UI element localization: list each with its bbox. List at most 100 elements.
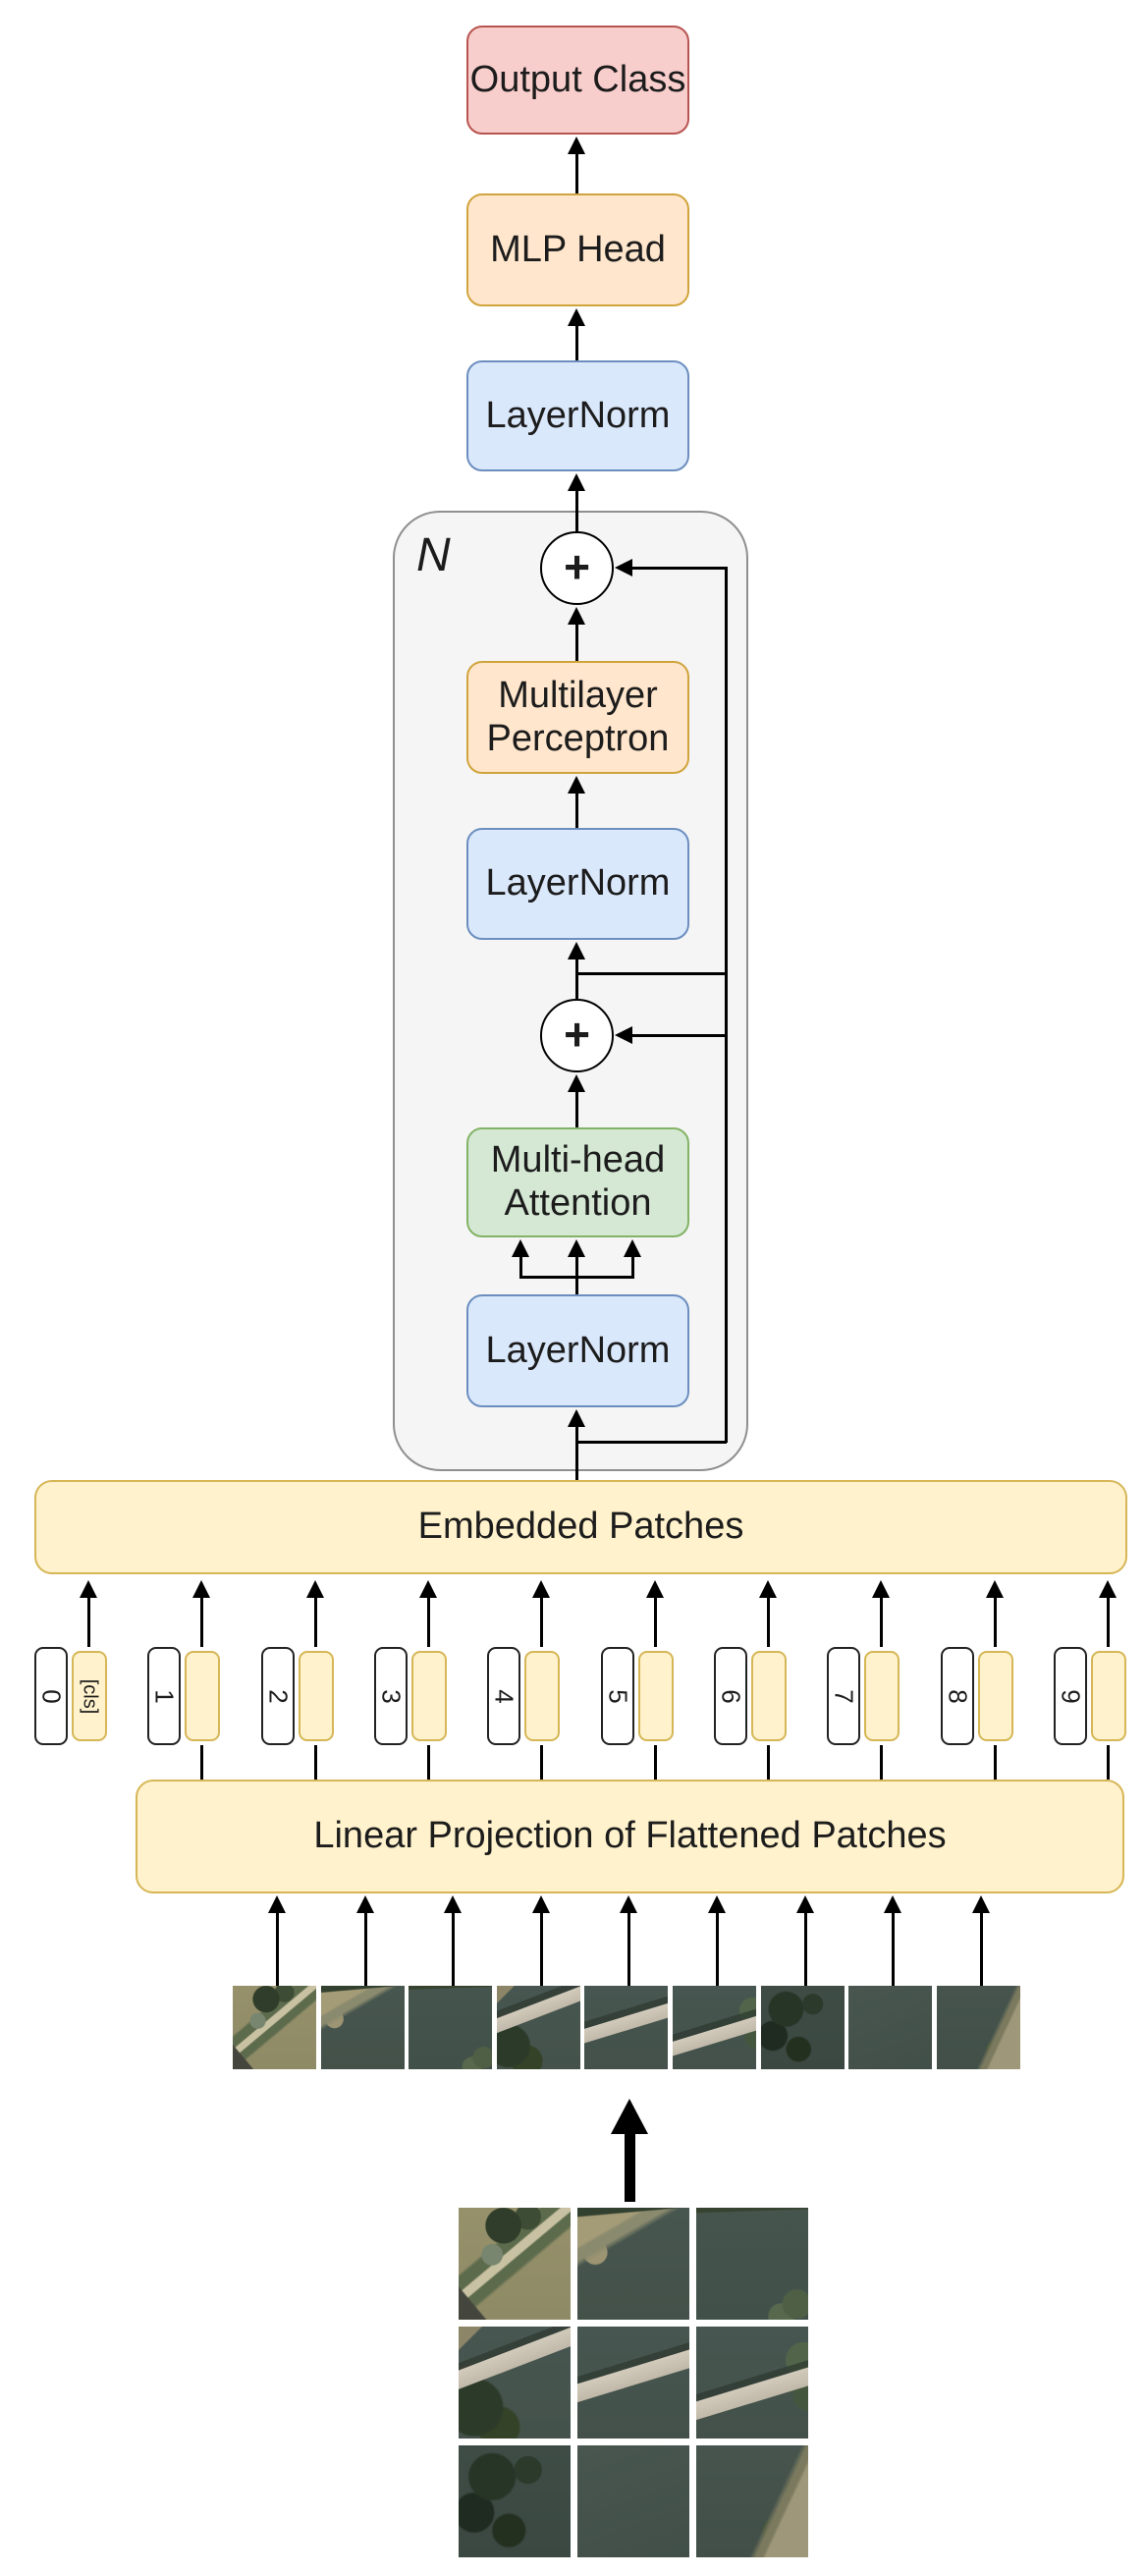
arrow-up-icon <box>624 1239 641 1257</box>
arrow-up-icon <box>646 1580 664 1598</box>
connector-line <box>892 1911 895 1986</box>
arrow-up-icon <box>568 1074 585 1092</box>
connector-line <box>575 792 578 828</box>
arrow-up-icon <box>796 1895 814 1913</box>
bridge-band <box>584 2000 668 2046</box>
token-position-label: 2 <box>263 1688 294 1704</box>
residual-into-add-line <box>628 1034 727 1037</box>
connector-line <box>427 1596 430 1647</box>
arrow-up-icon <box>759 1580 777 1598</box>
mlp-head-label: MLP Head <box>490 228 666 270</box>
image-patch-5 <box>584 1986 668 2069</box>
token-position-label: 0 <box>36 1688 67 1704</box>
arrow-up-icon <box>268 1895 286 1913</box>
image-patch-7 <box>761 1986 845 2069</box>
token-embedding-box <box>751 1651 787 1741</box>
token-position-label: 8 <box>943 1688 973 1704</box>
token-embedding-box <box>978 1651 1013 1741</box>
multilayer-perceptron-label-line2: Perceptron <box>486 717 670 759</box>
grid-cell-3 <box>696 2208 808 2320</box>
arrow-left-icon <box>615 1026 632 1044</box>
arrow-up-icon <box>986 1580 1004 1598</box>
arrow-up-icon <box>192 1580 210 1598</box>
token-position-box: 5 <box>601 1647 634 1745</box>
qkv-branch-line <box>631 1255 634 1278</box>
connector-line <box>427 1745 430 1780</box>
grid-cell-9 <box>696 2445 808 2557</box>
connector-line <box>994 1596 997 1647</box>
connector-line <box>767 1596 770 1647</box>
image-patch-9 <box>937 1986 1020 2069</box>
multi-head-attention-label-line2: Attention <box>504 1182 652 1224</box>
residual-into-add-line <box>628 567 727 570</box>
token-embedding-label: [cls] <box>79 1678 101 1714</box>
connector-line <box>1107 1596 1110 1647</box>
arrow-up-icon <box>568 308 585 326</box>
arrow-up-icon <box>306 1580 324 1598</box>
final-layernorm-node: LayerNorm <box>466 360 689 471</box>
token-position-label: 9 <box>1056 1688 1086 1704</box>
bridge-band <box>497 1986 580 2035</box>
residual-branch-line <box>576 972 727 975</box>
multilayer-perceptron-node: Multilayer Perceptron <box>466 661 689 774</box>
token-position-box: 3 <box>374 1647 408 1745</box>
linear-projection-bar: Linear Projection of Flattened Patches <box>136 1780 1124 1893</box>
connector-line <box>654 1745 657 1780</box>
arrow-up-icon <box>972 1895 990 1913</box>
connector-line <box>880 1596 883 1647</box>
token-position-box: 9 <box>1054 1647 1087 1745</box>
grid-cell-5 <box>577 2327 689 2439</box>
token-position-box: 7 <box>827 1647 860 1745</box>
qkv-branch-line <box>519 1255 522 1278</box>
connector-line <box>716 1911 719 1986</box>
grid-cell-6 <box>696 2327 808 2439</box>
connector-line <box>575 489 578 531</box>
connector-line <box>540 1596 543 1647</box>
arrow-up-icon <box>532 1895 550 1913</box>
image-patch-2 <box>321 1986 405 2069</box>
image-patch-8 <box>848 1986 932 2069</box>
connector-line <box>1107 1745 1110 1780</box>
grid-cell-7 <box>459 2445 571 2557</box>
image-patch-6 <box>673 1986 756 2069</box>
arrow-up-icon <box>444 1895 462 1913</box>
image-patch-3 <box>409 1986 492 2069</box>
token-embedding-box: [cls] <box>72 1651 107 1741</box>
image-patch-4 <box>497 1986 580 2069</box>
connector-line <box>575 1090 578 1127</box>
bridge-band <box>673 2013 756 2058</box>
grid-cell-2 <box>577 2208 689 2320</box>
arrow-up-icon <box>568 607 585 625</box>
connector-line <box>314 1745 317 1780</box>
connector-line <box>276 1911 279 1986</box>
connector-line <box>654 1596 657 1647</box>
connector-line <box>200 1596 203 1647</box>
connector-line <box>627 1911 630 1986</box>
input-image-grid <box>459 2208 808 2557</box>
arrow-shaft <box>625 2131 635 2202</box>
mlp-head-node: MLP Head <box>466 193 689 306</box>
connector-line <box>200 1745 203 1780</box>
connector-line <box>575 152 578 193</box>
multi-head-attention-node: Multi-head Attention <box>466 1127 689 1237</box>
token-embedding-box <box>638 1651 674 1741</box>
arrow-up-icon <box>872 1580 890 1598</box>
arrow-up-icon <box>80 1580 97 1598</box>
multilayer-perceptron-label-line1: Multilayer <box>498 674 658 716</box>
multi-head-attention-label-line1: Multi-head <box>490 1139 666 1181</box>
residual-connection-line <box>725 567 728 1443</box>
plus-icon: + <box>564 540 590 592</box>
connector-line <box>980 1911 983 1986</box>
arrow-up-icon <box>568 137 585 154</box>
token-position-box: 6 <box>714 1647 747 1745</box>
arrow-up-icon <box>568 776 585 794</box>
linear-projection-label: Linear Projection of Flattened Patches <box>313 1815 947 1857</box>
connector-line <box>767 1745 770 1780</box>
arrow-up-icon <box>620 1895 637 1913</box>
token-embedding-box <box>1091 1651 1126 1741</box>
final-layernorm-label: LayerNorm <box>485 394 671 436</box>
bridge-band <box>459 2327 571 2392</box>
arrow-up-icon <box>568 473 585 491</box>
arrow-up-icon <box>1099 1580 1117 1598</box>
